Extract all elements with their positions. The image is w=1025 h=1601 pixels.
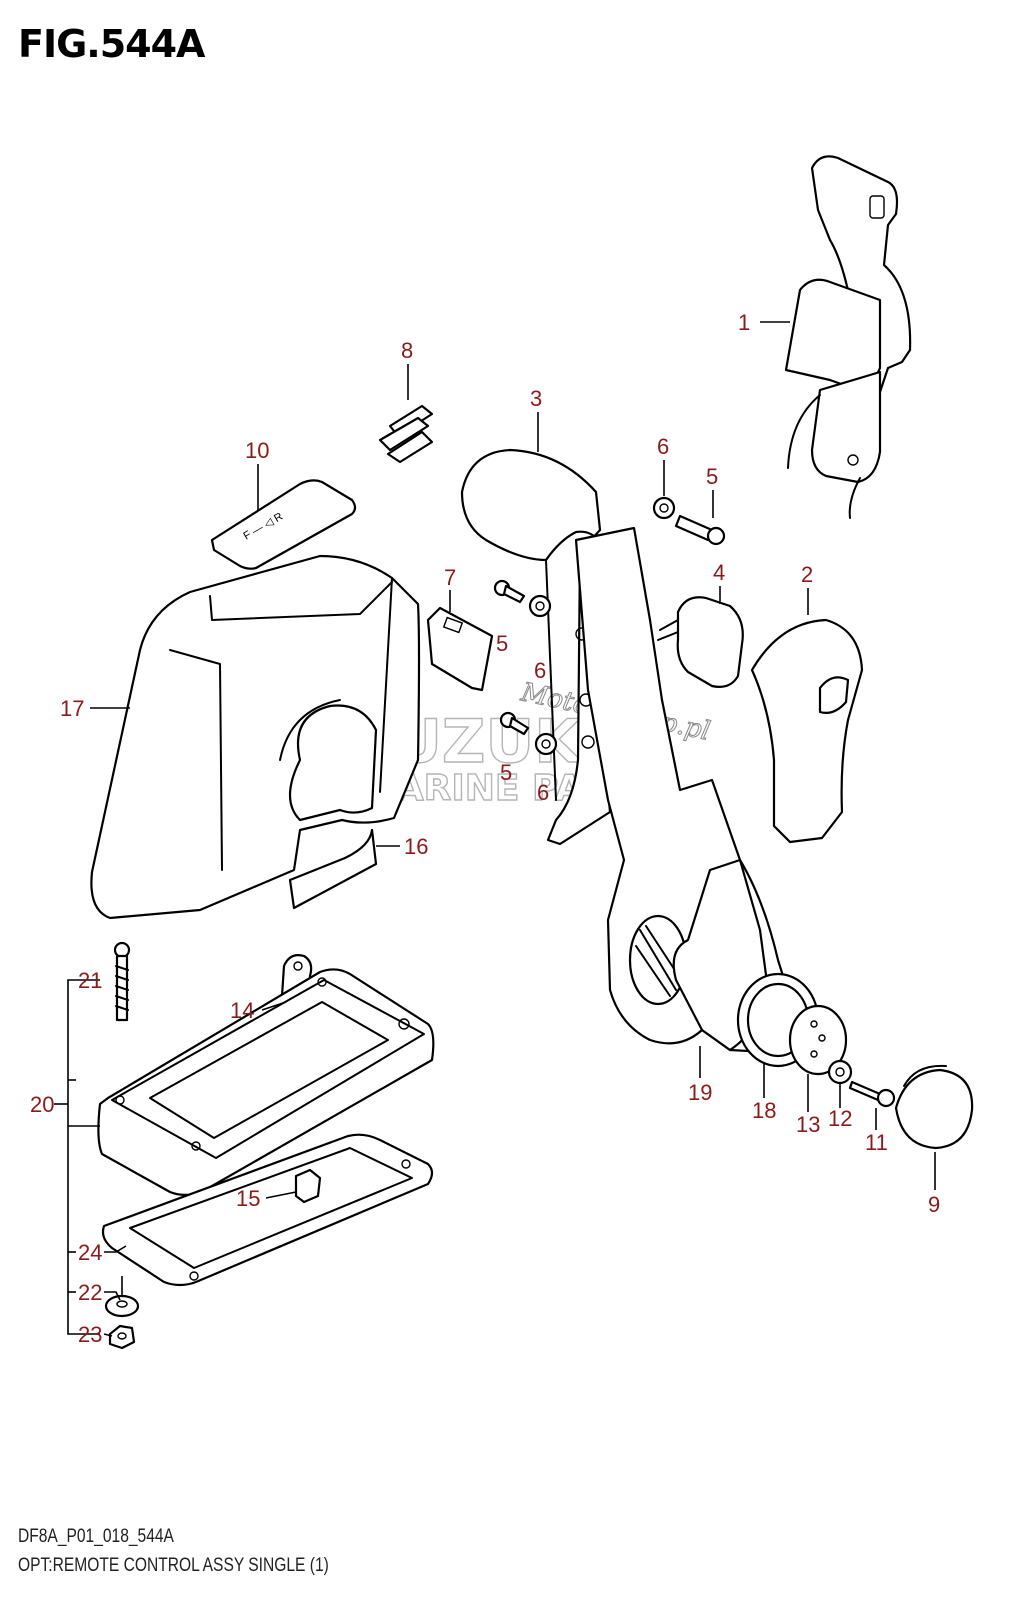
callout-7: 7 [444,565,456,590]
callout-13: 13 [796,1112,820,1137]
part-5-screw-mid [493,579,526,604]
callout-4: 4 [713,560,725,585]
callout-2: 2 [801,562,813,587]
callout-8: 8 [401,338,413,363]
callout-5-mid: 5 [496,631,508,656]
part-4-connector [657,596,744,688]
part-1-control-handle [784,155,912,519]
part-22-washer [104,1294,140,1318]
callout-14: 14 [230,998,254,1023]
callout-22: 22 [78,1280,102,1305]
part-21-bolt [113,941,131,1022]
callout-15: 15 [236,1186,260,1211]
callout-11: 11 [865,1130,888,1155]
caption-description: OPT:REMOTE CONTROL ASSY SINGLE (1) [18,1555,329,1576]
part-24-gasket [101,1133,434,1287]
part-6-washer-mid [528,594,552,618]
part-2-shift-arm [750,618,864,844]
callout-23: 23 [78,1322,102,1347]
callout-6-mid: 6 [534,658,546,683]
callout-20: 20 [30,1092,54,1117]
part-7-bracket [426,606,494,692]
callout-5-upper: 5 [706,464,718,489]
callout-10: 10 [245,438,269,463]
part-11-screw [848,1080,896,1108]
callout-6-upper: 6 [657,434,669,459]
part-20-base [97,968,435,1197]
callout-19: 19 [688,1080,712,1105]
leader-lines [54,321,936,1337]
callout-16: 16 [404,834,428,859]
callout-1: 1 [738,310,750,335]
part-6-washer-low [534,732,558,756]
callout-3: 3 [530,386,542,411]
callout-18: 18 [752,1098,776,1123]
part-5-screw-low [499,711,530,736]
part-12-washer [827,1059,853,1085]
part-15-clip [294,1168,322,1204]
part-9-cap [894,1064,974,1150]
callout-24: 24 [78,1240,102,1265]
callout-12: 12 [828,1106,852,1131]
callout-6-low: 6 [537,780,549,805]
part-16-trim [288,828,378,910]
part-6-washer-upper-right [652,496,676,520]
callout-17: 17 [60,696,84,721]
part-5-screw-upper-right [674,514,726,546]
part-8-emblem [378,404,434,464]
figure-title: FIG.544A [18,22,205,66]
callout-21: 21 [78,968,102,993]
callout-labels: 1 2 3 4 5 5 5 6 6 6 7 8 9 10 11 12 13 14… [30,310,940,1347]
part-10-label-plate: F — ◁ R [210,479,357,570]
part-17-cover [90,554,421,920]
part-23-nut [108,1324,136,1350]
callout-9: 9 [928,1192,940,1217]
part-13-disc [788,1004,848,1076]
callout-5-low: 5 [500,760,512,785]
caption-code: DF8A_P01_018_544A [18,1526,174,1547]
